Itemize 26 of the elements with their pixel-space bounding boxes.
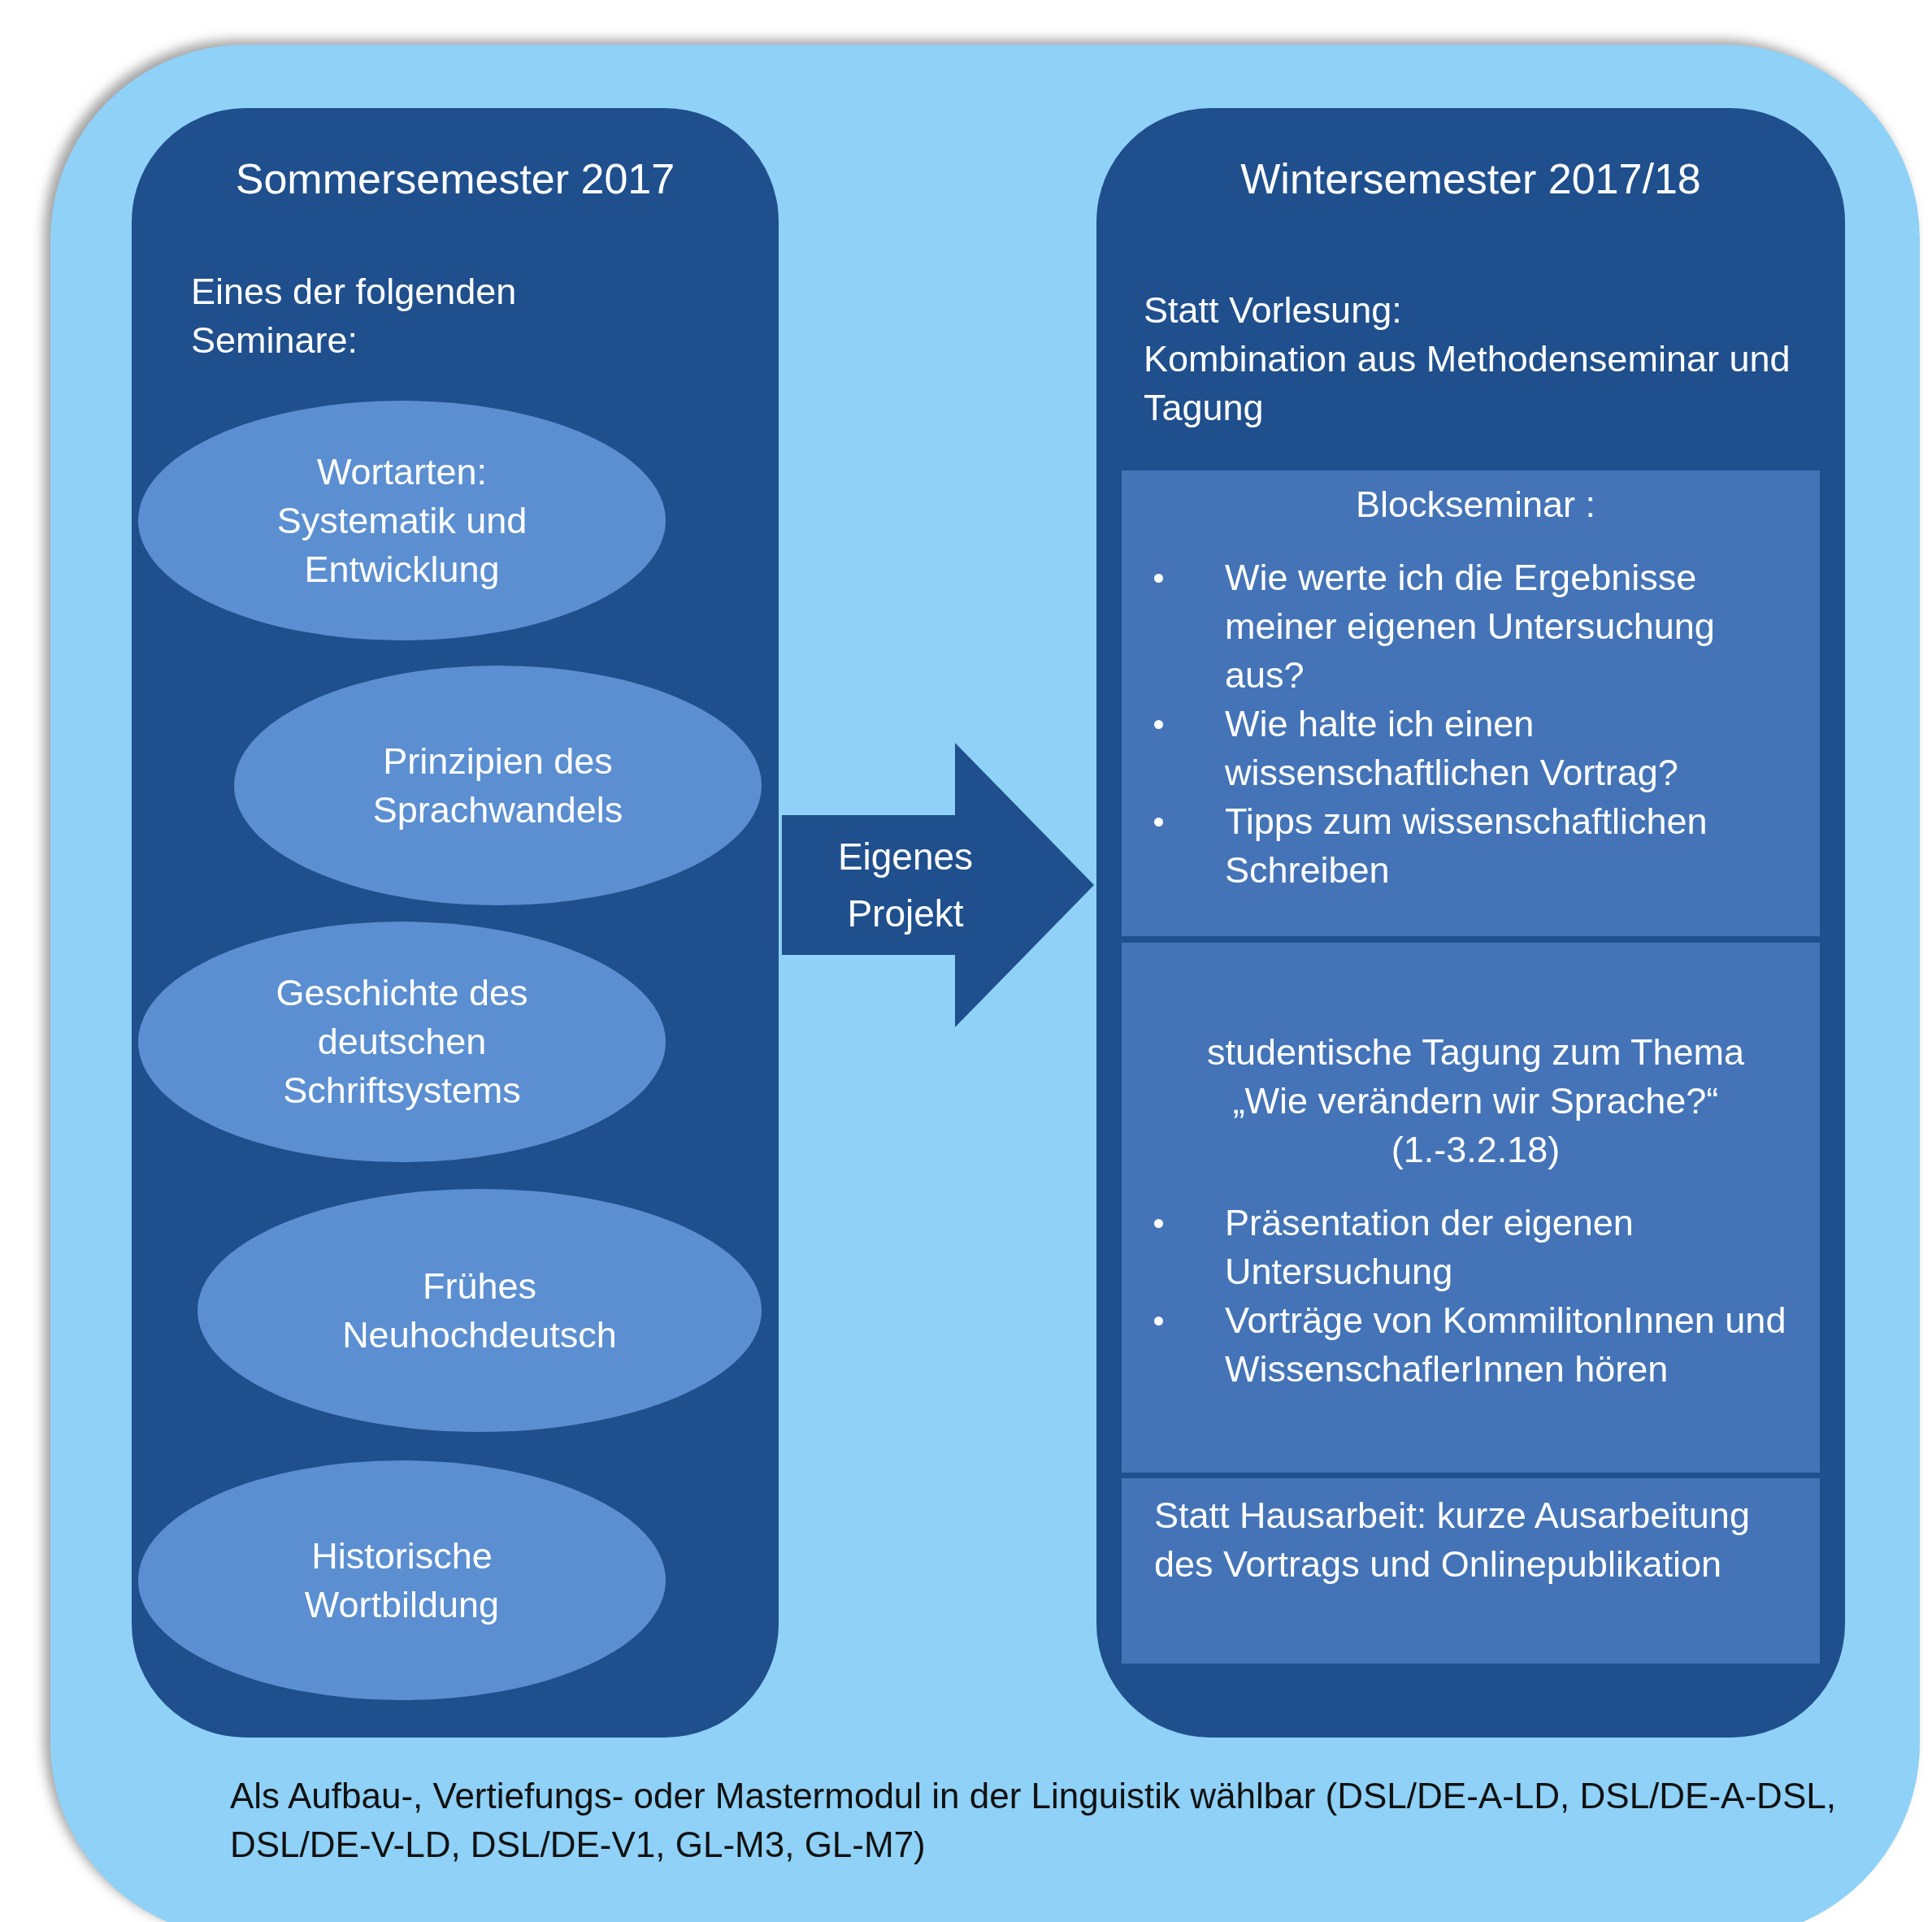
column-title: Wintersemester 2017/18 (1240, 154, 1702, 204)
seminar-name: Historische Wortbildung (303, 1534, 501, 1627)
seminar-name: Prinzipien des Sprachwandels (371, 739, 624, 832)
bullet-text: Wie halte ich einen wissenschaftlichen Vortrag? (1225, 702, 1679, 795)
bullet-text: Präsentation der eigenen Untersuchung (1225, 1201, 1635, 1294)
seminar-name: Frühes Neuhochdeutsch (341, 1264, 618, 1357)
column-title: Sommersemester 2017 (234, 154, 676, 204)
block-arrow (782, 743, 1094, 1027)
info-box (1122, 471, 1820, 936)
bullet-text: Vorträge von KommilitonInnen und WissenschaflerInnen hören (1225, 1299, 1787, 1391)
box-heading: studentische Tagung zum Thema „Wie verändern wir Sprache?“ (1.-3.2.18) (1205, 1030, 1746, 1172)
box-heading: Blockseminar : (1354, 483, 1597, 527)
column-text: Statt Vorlesung: (1144, 289, 1403, 332)
edge-label: Eigenes Projekt (836, 835, 975, 936)
bullet-text: Wie werte ich die Ergebnisse meiner eigenen Untersuchung aus? (1225, 556, 1716, 697)
info-box (1122, 1478, 1820, 1664)
bullet-text: Tipps zum wissenschaftlichen Schreiben (1225, 800, 1708, 892)
semester-panel (132, 108, 779, 1738)
caption: Als Aufbau-, Vertiefungs- oder Mastermodul in der Linguistik wählbar (DSL/DE-A-LD, DSL/DE-A-DSL, DSL/DE-V-LD, DSL/DE-V1, GL-M3, GL-M7) (230, 1775, 1837, 1866)
column-text: Eines der folgenden Seminare: (191, 270, 518, 362)
seminar-name: Geschichte des deutschen Schriftsystems (275, 971, 529, 1113)
semester-panel (1096, 108, 1845, 1738)
seminar-name: Wortarten: Systematik und Entwicklung (276, 449, 528, 592)
column-text: Kombination aus Methodenseminar und Tagung (1144, 337, 1791, 430)
box-heading: Statt Hausarbeit: kurze Ausarbeitung des Vortrags und Onlinepublikation (1154, 1494, 1751, 1586)
info-box (1122, 943, 1820, 1473)
